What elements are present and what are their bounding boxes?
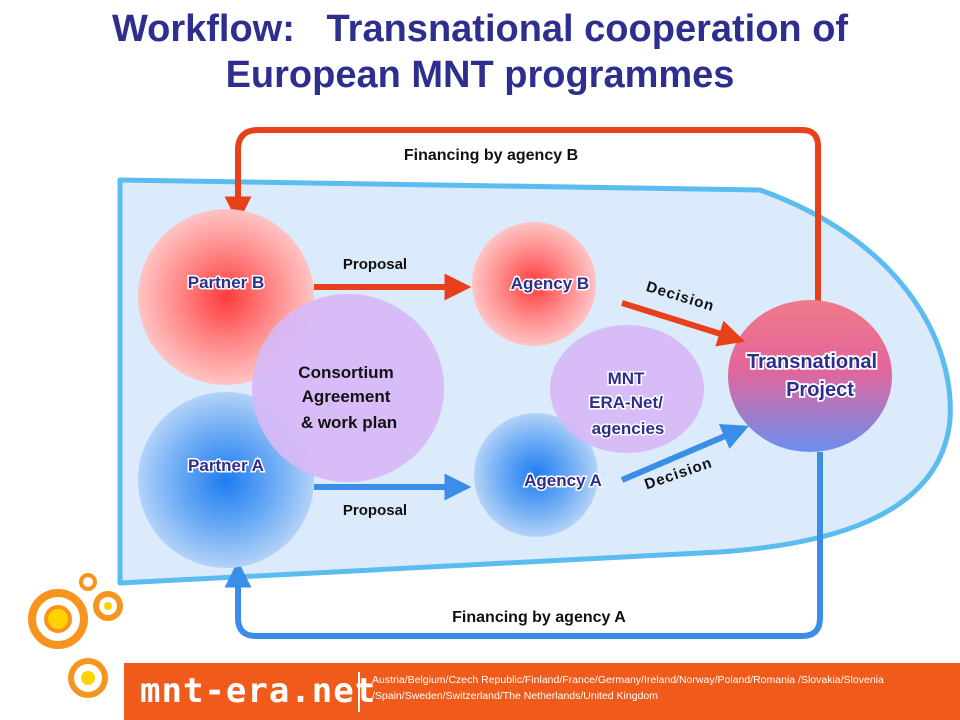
proposal-bottom-label: Proposal [343, 502, 407, 519]
footer-countries: Austria/Belgium/Czech Republic/Finland/F… [372, 672, 952, 704]
title-line-2: European MNT programmes [225, 54, 735, 96]
mnt-label-line: agencies [592, 419, 665, 438]
footer-bar [124, 663, 960, 720]
mnt-label-line: MNT [608, 369, 645, 388]
transnational-project-node [728, 300, 892, 452]
consortium-node [252, 294, 444, 482]
financing-b-arrow [224, 127, 821, 302]
financing-a-arrow [224, 452, 823, 639]
consortium-label-line: & work plan [301, 413, 397, 432]
title-line-1: Workflow: Transnational cooperation of [111, 8, 849, 50]
financing-b-label: Financing by agency B [404, 147, 578, 164]
agency-a-label: Agency A [524, 471, 602, 490]
footer-separator [358, 672, 360, 712]
agency-b-label: Agency B [511, 274, 589, 293]
footer-countries-line: /Spain/Sweden/Switzerland/The Netherland… [372, 690, 658, 702]
consortium-label-line: Agreement [302, 387, 391, 406]
consortium-label: Consortium Agreement & work plan [298, 363, 397, 432]
partner-b-label: Partner B [188, 273, 265, 292]
project-label-line: Transnational [747, 351, 877, 373]
financing-a-label: Financing by agency A [452, 609, 626, 626]
project-label-line: Project [786, 379, 854, 401]
footer-countries-line: Austria/Belgium/Czech Republic/Finland/F… [372, 674, 884, 686]
mnt-agencies-label: MNT ERA-Net/ agencies [588, 368, 666, 440]
cooperation-region [117, 177, 953, 586]
mnt-agencies-node [550, 325, 704, 453]
proposal-top-label: Proposal [343, 256, 407, 273]
footer-brand: mnt-era.net [140, 671, 377, 711]
mnt-label-line: ERA-Net/ [589, 393, 663, 412]
decision-top-arrow [621, 300, 746, 347]
consortium-label-line: Consortium [298, 363, 393, 382]
logo-rings-icon [28, 573, 123, 698]
partner-a-label: Partner A [188, 456, 264, 475]
decision-bottom-arrow [620, 424, 749, 483]
page-title: Workflow: Transnational cooperation of E… [0, 6, 960, 98]
project-label: Transnational Project [745, 349, 879, 403]
agency-a-node [474, 413, 598, 537]
agency-b-node [472, 222, 596, 346]
